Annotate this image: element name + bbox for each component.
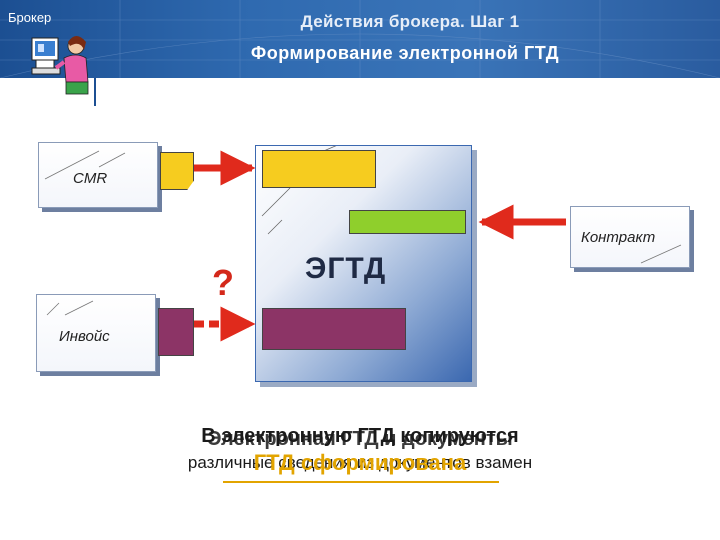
slide-title: Действия брокера. Шаг 1 — [300, 12, 520, 31]
slide-subtitle: Формирование электронной ГТД — [250, 43, 560, 63]
caption-line-formed: ГТД сформирована — [253, 450, 467, 475]
egtd-contract-field — [349, 210, 466, 234]
cmr-label: CMR — [73, 170, 108, 187]
caption-underline — [223, 481, 499, 483]
contract-label: Контракт — [581, 229, 656, 246]
header-grid-pattern — [0, 0, 720, 78]
cmr-document: CMR — [38, 142, 158, 208]
invoice-document: Инвойс — [36, 294, 156, 372]
contract-document: Контракт — [570, 206, 690, 268]
brand-label: Брокер — [8, 10, 52, 25]
question-mark: ? — [212, 262, 234, 303]
contract-document-lines — [640, 244, 682, 264]
invoice-label: Инвойс — [59, 328, 110, 345]
broker-at-computer-icon — [31, 36, 89, 95]
left-accent-line — [94, 78, 96, 106]
egtd-invoice-field — [262, 308, 406, 350]
caption-line-copy: В электронную ГТД копируются — [201, 425, 519, 447]
caption-line-egtd-docs: Электронная ГТД и документы — [207, 428, 513, 450]
invoice-source-field — [158, 308, 194, 356]
egtd-label: ЭГТД — [305, 252, 387, 285]
caption-line-details: различные сведения из документов взамен — [187, 453, 533, 472]
cmr-source-field — [160, 152, 194, 190]
invoice-document-lines — [46, 300, 94, 316]
egtd-cmr-field — [262, 150, 376, 188]
cmr-document-lines — [44, 150, 126, 180]
header-banner: Брокер Действия брокера. Шаг 1 Формирова… — [0, 0, 720, 78]
